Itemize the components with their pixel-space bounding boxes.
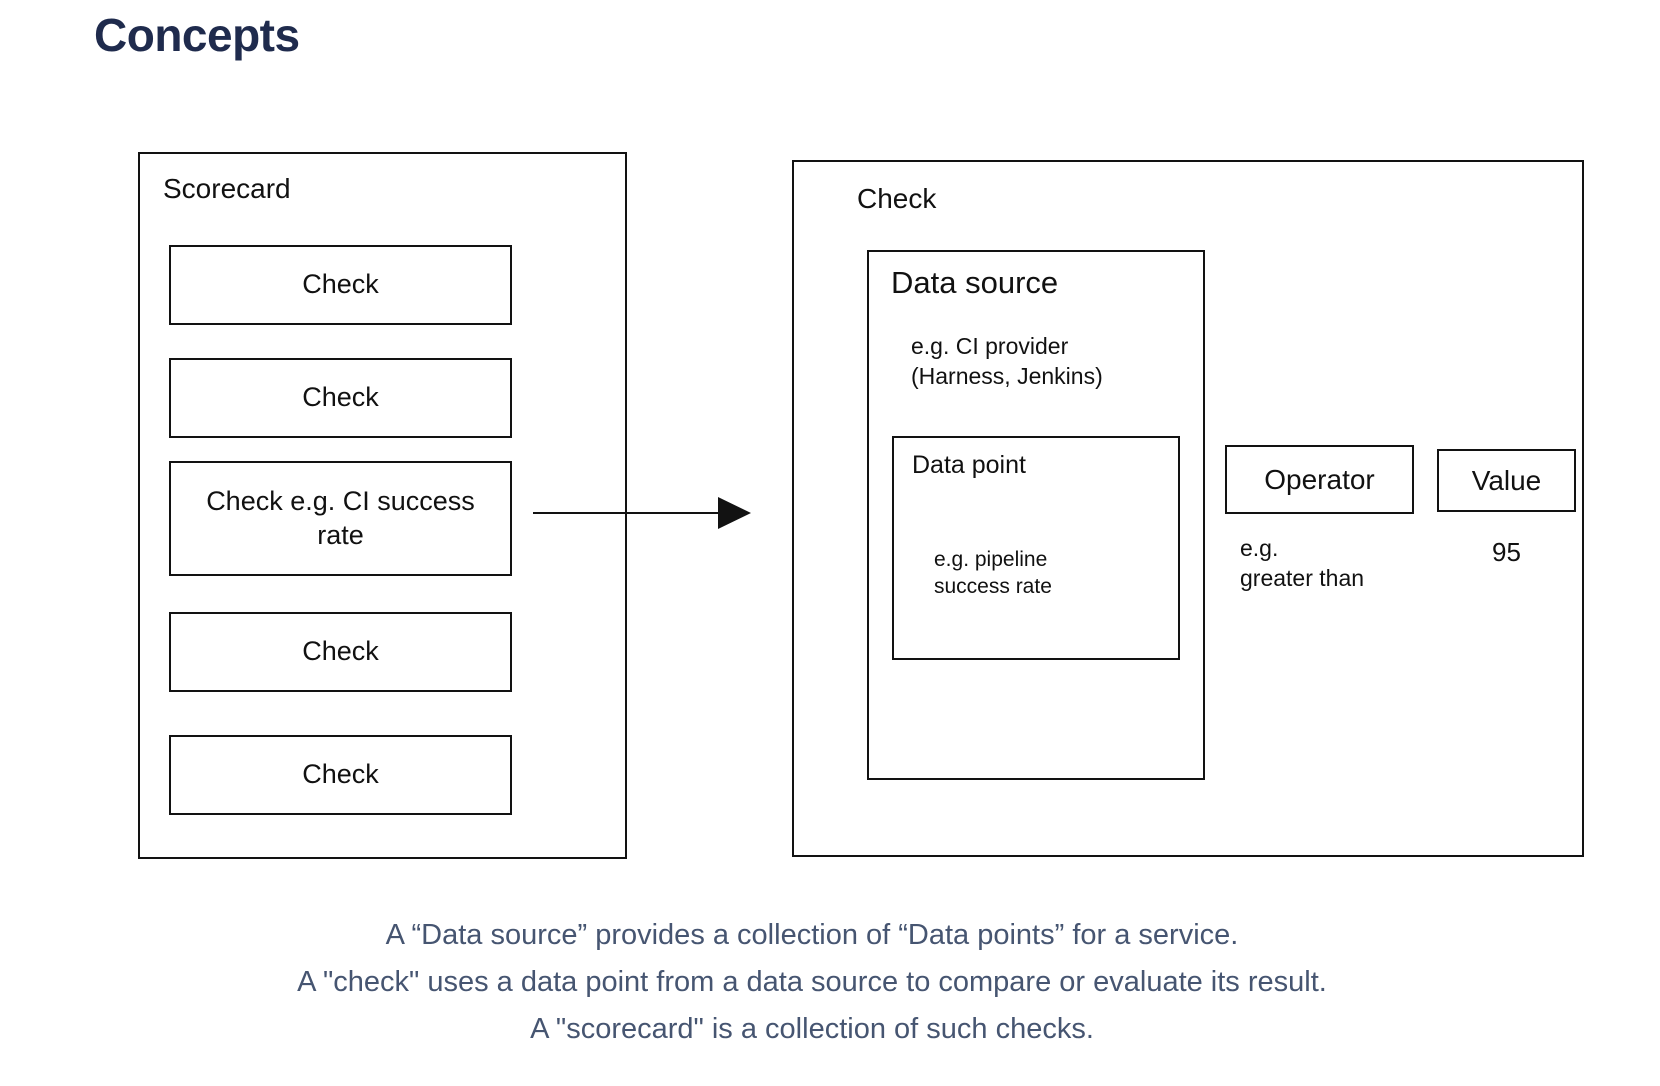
footer-line-2: A "check" uses a data point from a data … — [297, 966, 1327, 998]
footer-explanation: A “Data source” provides a collection of… — [0, 912, 1624, 1053]
data-point-example: e.g. pipeline success rate — [934, 548, 1052, 599]
scorecard-label: Scorecard — [163, 173, 291, 204]
scorecard-container: Scorecard Check Check Check e.g. CI succ… — [138, 152, 627, 859]
check-item-1: Check — [169, 245, 512, 325]
check-item-5: Check — [169, 735, 512, 815]
data-source-label: Data source — [891, 265, 1059, 300]
data-source-example: e.g. CI provider (Harness, Jenkins) — [911, 333, 1103, 389]
check-detail-label: Check — [857, 183, 937, 214]
operator-example: e.g. greater than — [1240, 535, 1365, 591]
page-title: Concepts — [94, 9, 300, 61]
flow-arrow-head-icon — [718, 497, 751, 529]
flow-arrow-line — [533, 512, 721, 514]
data-source-box: Data source e.g. CI provider (Harness, J… — [867, 250, 1205, 780]
operator-box: Operator — [1225, 445, 1414, 514]
data-point-label: Data point — [912, 451, 1026, 479]
footer-line-1: A “Data source” provides a collection of… — [385, 919, 1239, 951]
footer-line-3: A "scorecard" is a collection of such ch… — [530, 1013, 1094, 1045]
check-item-2: Check — [169, 358, 512, 438]
check-item-4: Check — [169, 612, 512, 692]
value-example: 95 — [1492, 537, 1521, 567]
value-box: Value — [1437, 449, 1576, 512]
check-detail-container: Check Data source e.g. CI provider (Harn… — [792, 160, 1584, 857]
data-point-box: Data point e.g. pipeline success rate — [892, 436, 1180, 660]
check-item-ci-success-rate: Check e.g. CI success rate — [169, 461, 512, 576]
